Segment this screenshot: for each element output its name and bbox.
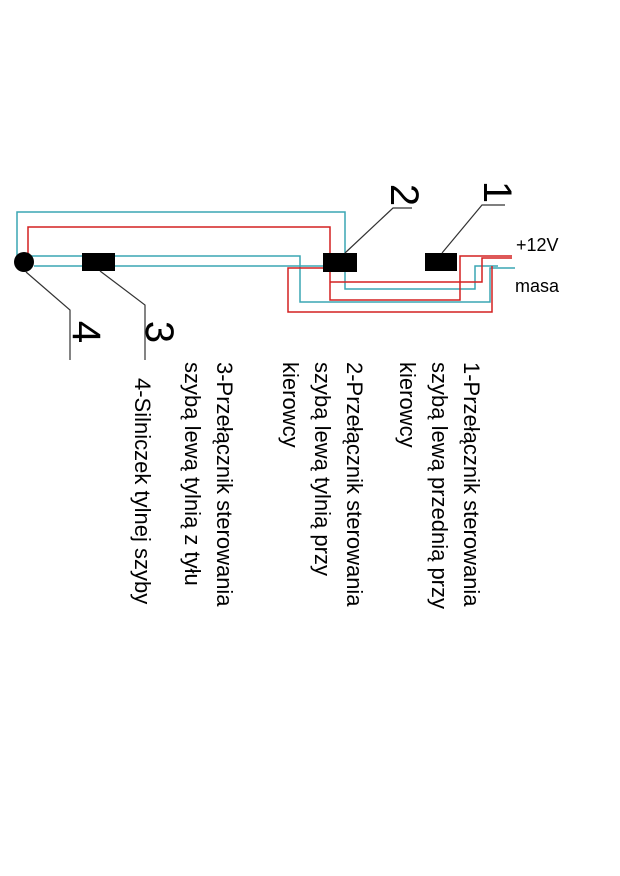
motor-4 [14, 252, 34, 272]
red-wire-outer [27, 226, 512, 301]
legend-item-2-line-1: 2-Przełącznik sterowania [342, 362, 367, 607]
legend-item-1-line-2: szybą lewą przednią przy [427, 362, 452, 610]
legend-item-3-line-1: 3-Przełącznik sterowania [212, 362, 237, 607]
legend-item-3-line-2: szybą lewą tylnią z tyłu [180, 362, 205, 586]
legend-item-3: 3-Przełącznik sterowania szybą lewą tyln… [176, 362, 240, 682]
callout-number-2: 2 [382, 183, 427, 207]
red-wire-lower [287, 266, 493, 313]
legend-item-1-line-3: kierowcy [395, 362, 420, 448]
callout-number-1: 1 [475, 180, 520, 204]
switch-1 [425, 253, 457, 271]
leader-line-2 [344, 207, 412, 254]
cyan-wire-inner [17, 255, 515, 303]
switch-2 [323, 253, 357, 272]
legend-item-2: 2-Przełącznik sterowania szybą lewą tyln… [274, 362, 370, 682]
legend-item-1-line-1: 1-Przełącznik sterowania [459, 362, 484, 607]
legend-item-2-line-2: szybą lewą tylnią przy [310, 362, 335, 576]
legend-item-1: 1-Przełącznik sterowania szybą lewą prze… [391, 362, 487, 682]
power-label: +12V [516, 235, 559, 255]
legend-item-2-line-3: kierowcy [278, 362, 303, 448]
callout-number-3: 3 [137, 320, 182, 344]
leader-line-4 [25, 271, 71, 360]
cyan-wire-outer [16, 211, 498, 290]
callout-number-4: 4 [64, 320, 109, 344]
legend-item-4-line-1: 4-Silniczek tylnej szyby [130, 378, 155, 605]
leader-line-3 [99, 270, 146, 360]
ground-label: masa [515, 276, 560, 296]
red-wire-inner [330, 257, 512, 283]
leader-line-1 [441, 204, 505, 254]
legend-item-4: 4-Silniczek tylnej szyby [126, 378, 158, 698]
switch-3 [82, 253, 115, 271]
